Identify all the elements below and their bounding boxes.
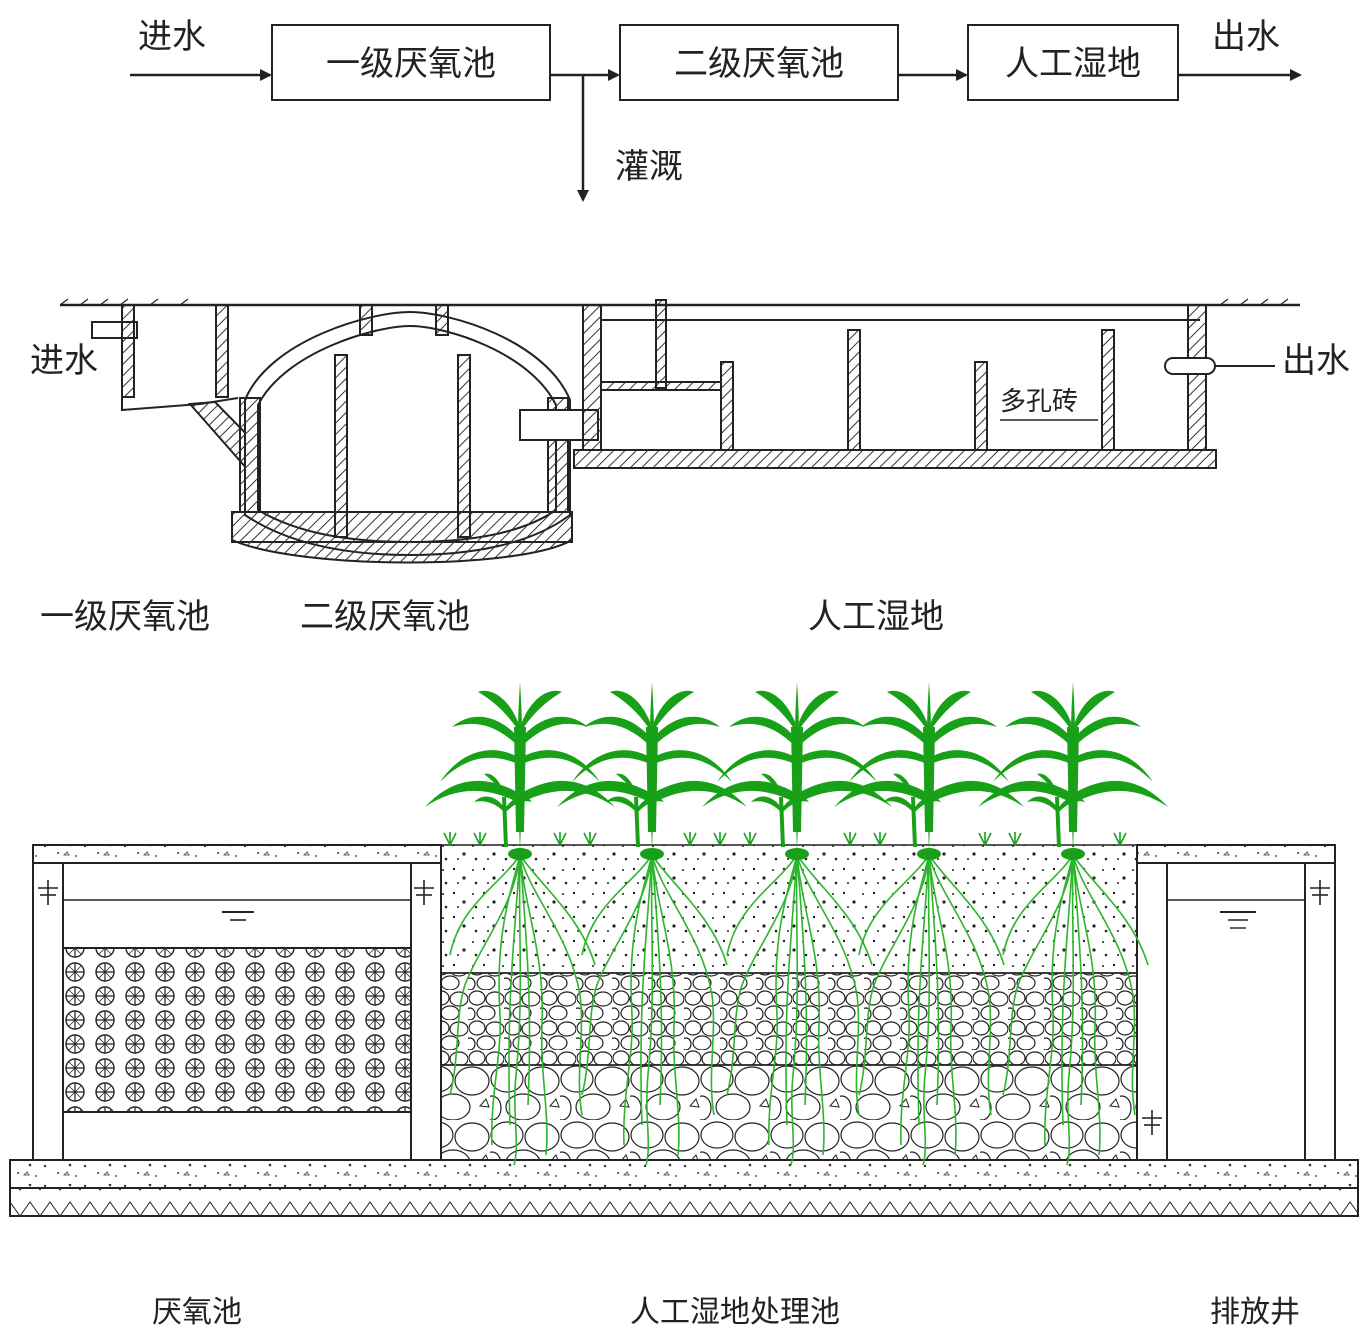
- porous-brick-label: 多孔砖: [1000, 387, 1078, 417]
- vent-pipe: [655, 299, 667, 389]
- pipe-marker-left: [38, 880, 434, 905]
- stone-layer: [440, 1064, 1138, 1161]
- section-outlet-label: 出水: [1282, 341, 1350, 381]
- anaerobic-wall-left: [32, 862, 64, 1161]
- secondary-tank-neck-right: [435, 304, 449, 336]
- wetland-wall-right: [1187, 304, 1207, 451]
- wetland-plant-4: [834, 682, 1024, 860]
- secondary-tank-baffle-2: [457, 354, 471, 538]
- grass-tufts: [443, 832, 1127, 846]
- section-inlet-label: 进水: [30, 341, 98, 381]
- secondary-tank-baffle-1: [334, 354, 348, 538]
- flow-box-label-2: 二级厌氧池: [674, 44, 844, 84]
- wetland-plant-1: [425, 682, 615, 860]
- flow-box-wetland: [967, 24, 1179, 101]
- flow-branch-label: 灌溉: [615, 147, 683, 187]
- flow-box-secondary-anaerobic: [619, 24, 899, 101]
- cross-section: [59, 298, 1300, 564]
- cutaway-caption-wetland: 人工湿地处理池: [630, 1295, 840, 1330]
- flow-box-label-1: 一级厌氧池: [326, 44, 496, 84]
- anaerobic-top-slab: [32, 844, 442, 864]
- wetland-plant-2: [557, 682, 747, 860]
- secondary-tank-base-hatch: [231, 512, 573, 564]
- porous-brick-wall-3: [974, 361, 988, 451]
- flow-box-label-3: 人工湿地: [1005, 44, 1141, 84]
- porous-brick-wall-1: [720, 361, 734, 451]
- biofilm-media: [62, 947, 412, 1113]
- outlet-well-top-slab: [1136, 844, 1336, 864]
- flow-chart: 进水 一级厌氧池 灌溉 二级厌氧池 人工湿地 出水: [130, 17, 1302, 202]
- anaerobic-wall-right: [410, 862, 442, 1161]
- section-caption-1: 一级厌氧池: [40, 597, 210, 637]
- ground-hatch: [59, 298, 1289, 306]
- outlet-pipe: [1164, 357, 1216, 375]
- gravel-layer: [440, 972, 1138, 1066]
- porous-brick-wall-2: [847, 329, 861, 451]
- primary-tank-floor: [121, 397, 239, 412]
- wetland-wall-left: [582, 304, 602, 451]
- wetland-plant-5: [978, 682, 1168, 860]
- cutaway-caption-outlet-well: 排放井: [1210, 1295, 1300, 1330]
- flow-outlet-label: 出水: [1212, 17, 1280, 57]
- section-caption-2: 二级厌氧池: [300, 597, 470, 637]
- flow-inlet-label: 进水: [138, 17, 206, 57]
- pipe-marker-outlet: [1142, 880, 1330, 1135]
- cutaway-caption-anaerobic: 厌氧池: [152, 1295, 242, 1330]
- outlet-well-wall-right: [1304, 862, 1336, 1161]
- wetland-plant-3: [702, 682, 892, 860]
- flow-box-primary-anaerobic: [271, 24, 551, 101]
- foundation-base: [9, 1187, 1359, 1217]
- secondary-tank-wall-left: [239, 397, 261, 513]
- porous-brick-wall-4: [1101, 329, 1115, 451]
- primary-tank-wall-left: [121, 304, 135, 398]
- wetland-floor: [573, 449, 1217, 469]
- primary-tank-wall-right: [215, 304, 229, 398]
- foundation-slab: [9, 1159, 1359, 1189]
- section-caption-3: 人工湿地: [808, 597, 944, 637]
- cutaway: [9, 682, 1359, 1217]
- secondary-tank-neck-left: [359, 304, 373, 336]
